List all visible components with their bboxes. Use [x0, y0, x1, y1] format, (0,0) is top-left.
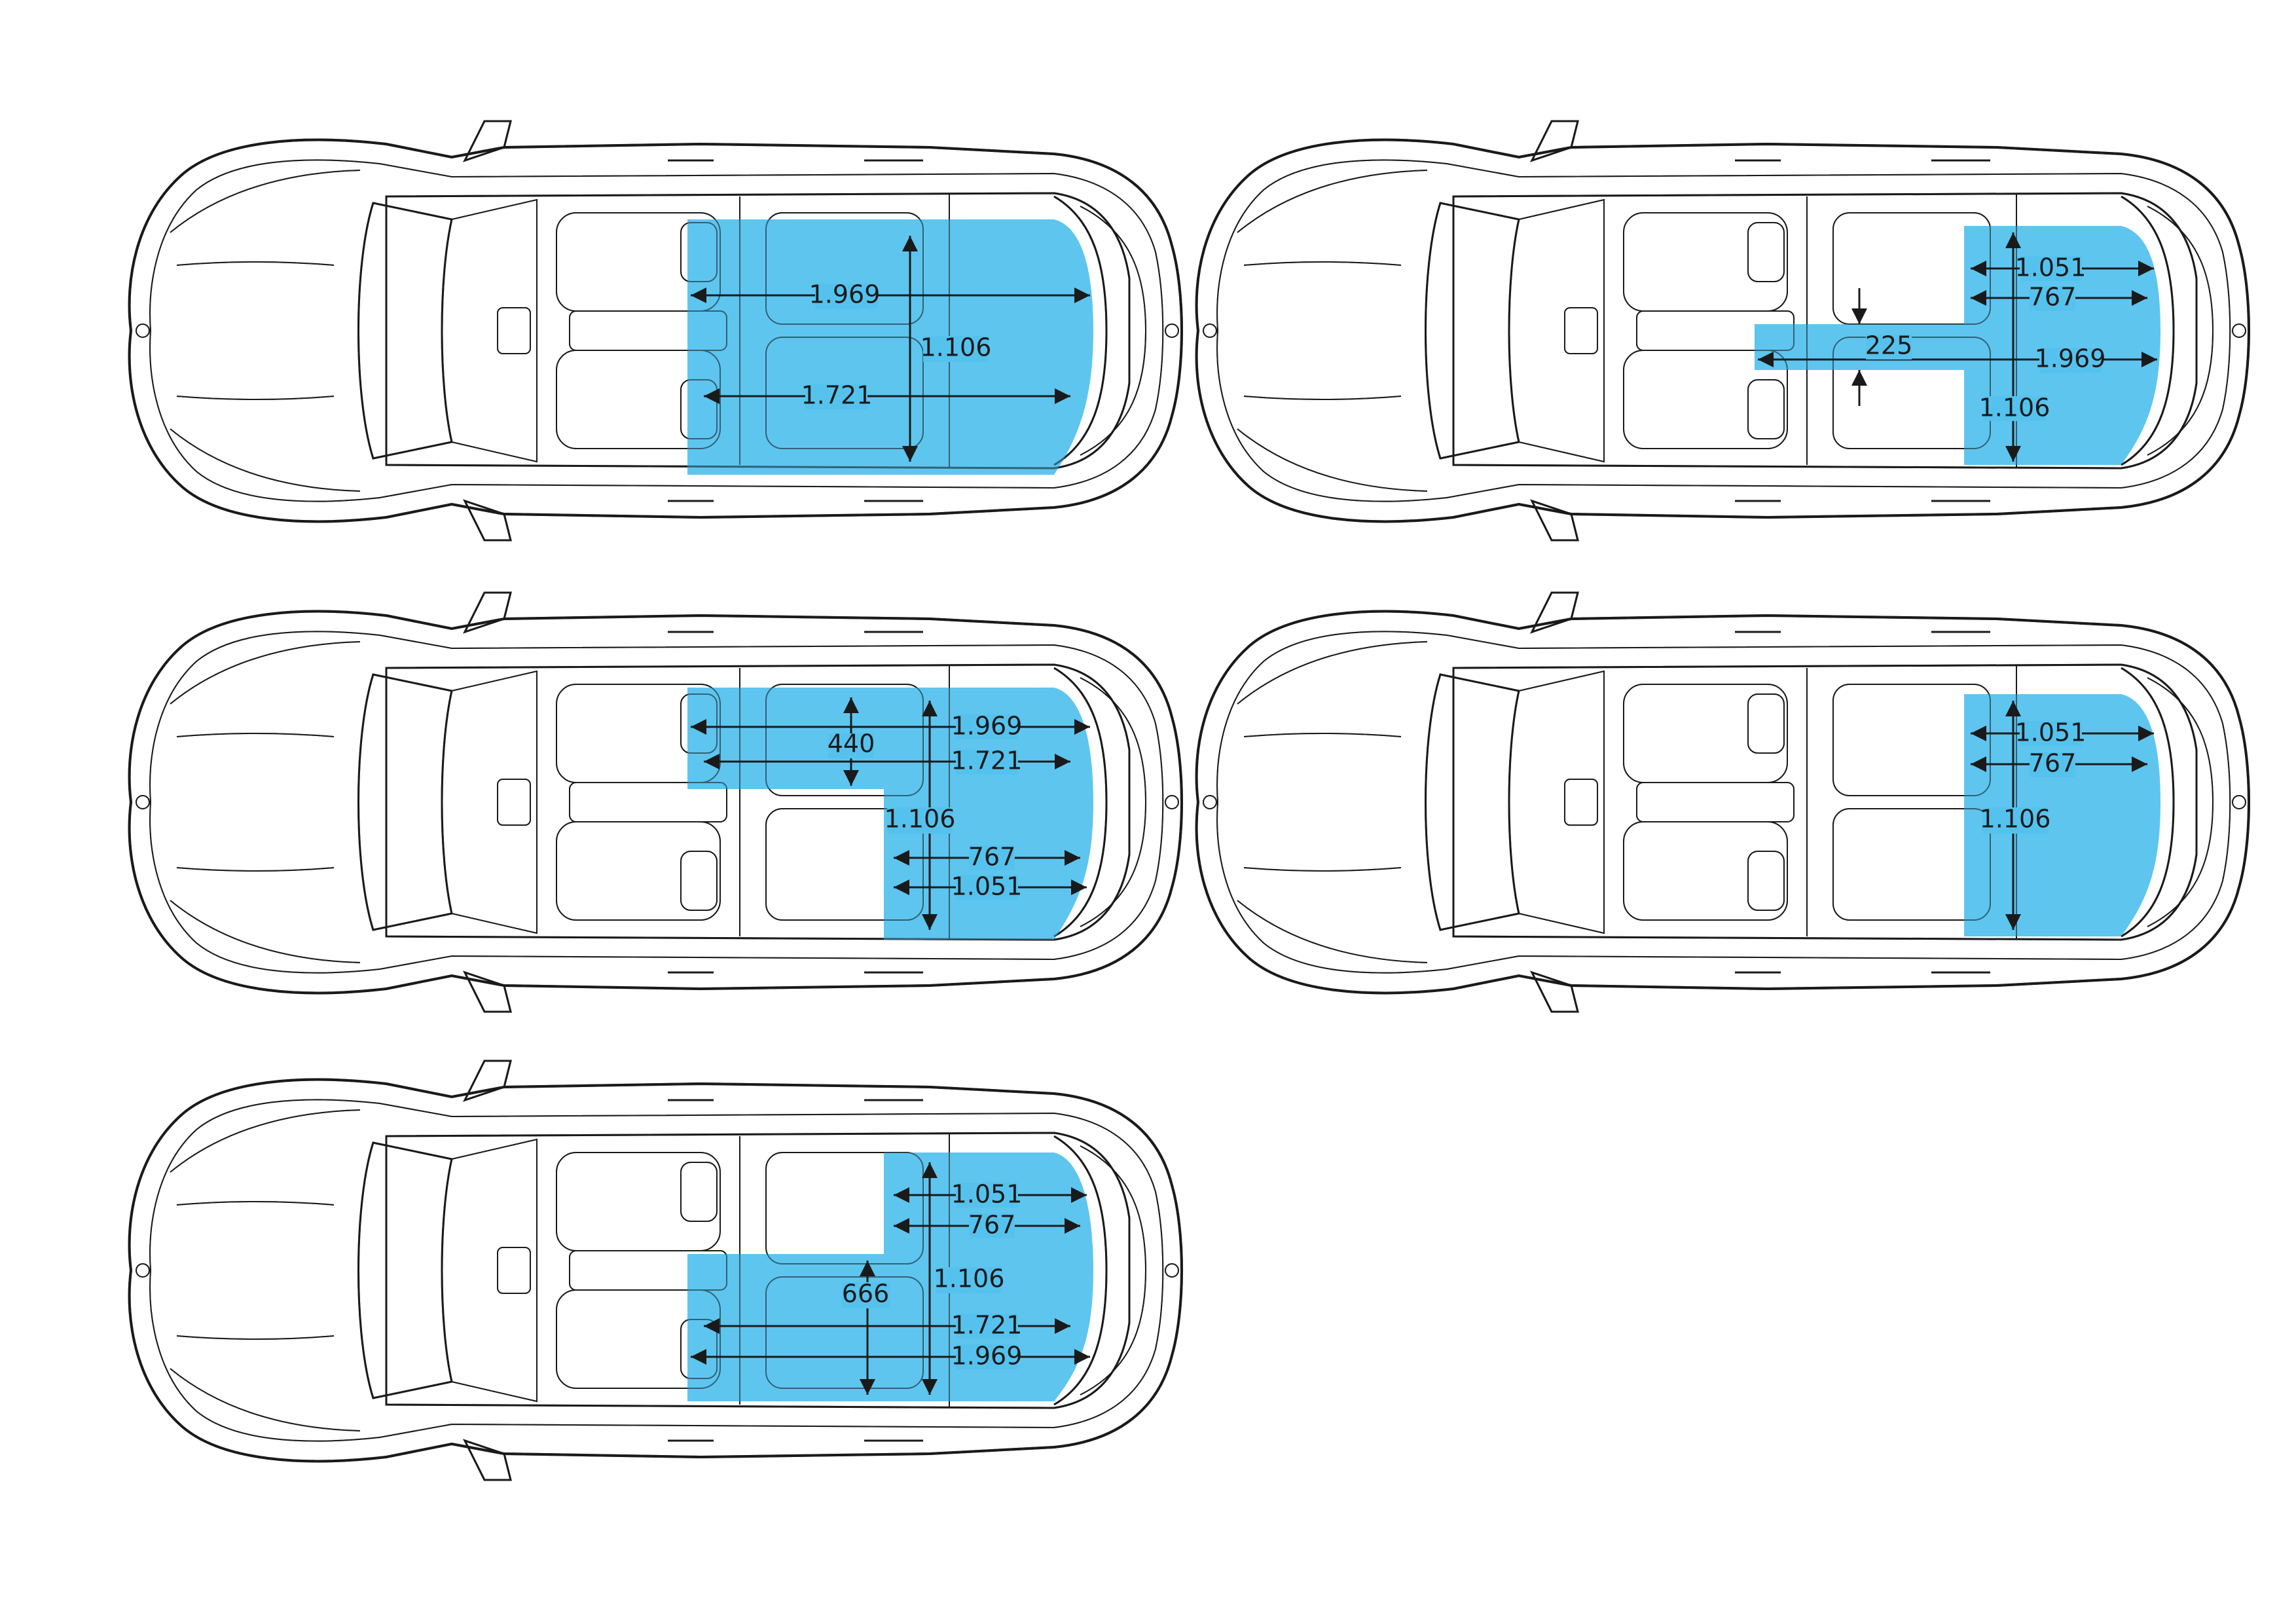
cargo-area	[687, 219, 1093, 475]
label-1051: 1.051	[951, 872, 1023, 901]
label-1106: 1.106	[920, 333, 992, 362]
label-1969: 1.969	[951, 1342, 1023, 1371]
label-666: 666	[842, 1280, 890, 1308]
label-767: 767	[2029, 749, 2077, 778]
label-767: 767	[968, 1211, 1016, 1240]
diagram-middle-left: 1.969 440 1.721 1.106 767 1.051	[128, 591, 1183, 1013]
label-1721: 1.721	[951, 747, 1023, 775]
diagram-top-right: 1.051 767 225 1.969 1.106	[1195, 120, 2250, 542]
label-1969: 1.969	[2035, 344, 2106, 373]
label-1051: 1.051	[2015, 718, 2086, 747]
label-767: 767	[968, 843, 1016, 872]
label-440: 440	[828, 729, 875, 758]
label-1721: 1.721	[801, 381, 873, 410]
diagram-top-left: 1.969 1.106 1.721	[128, 120, 1183, 542]
label-1106: 1.106	[934, 1264, 1005, 1293]
label-225: 225	[1865, 331, 1913, 360]
label-1106: 1.106	[1979, 394, 2050, 422]
label-1106: 1.106	[1980, 805, 2051, 834]
label-1051: 1.051	[951, 1180, 1023, 1209]
diagram-middle-right: 1.051 767 1.106	[1195, 591, 2250, 1013]
diagram-bottom-left: 1.051 767 1.106 666 1.721 1.969	[128, 1060, 1183, 1481]
label-1051: 1.051	[2015, 253, 2086, 282]
cargo-area	[1755, 226, 2160, 465]
label-1969: 1.969	[809, 280, 881, 309]
label-1721: 1.721	[951, 1311, 1023, 1340]
label-767: 767	[2029, 283, 2077, 312]
label-1969: 1.969	[951, 712, 1023, 741]
label-1106: 1.106	[884, 805, 956, 834]
